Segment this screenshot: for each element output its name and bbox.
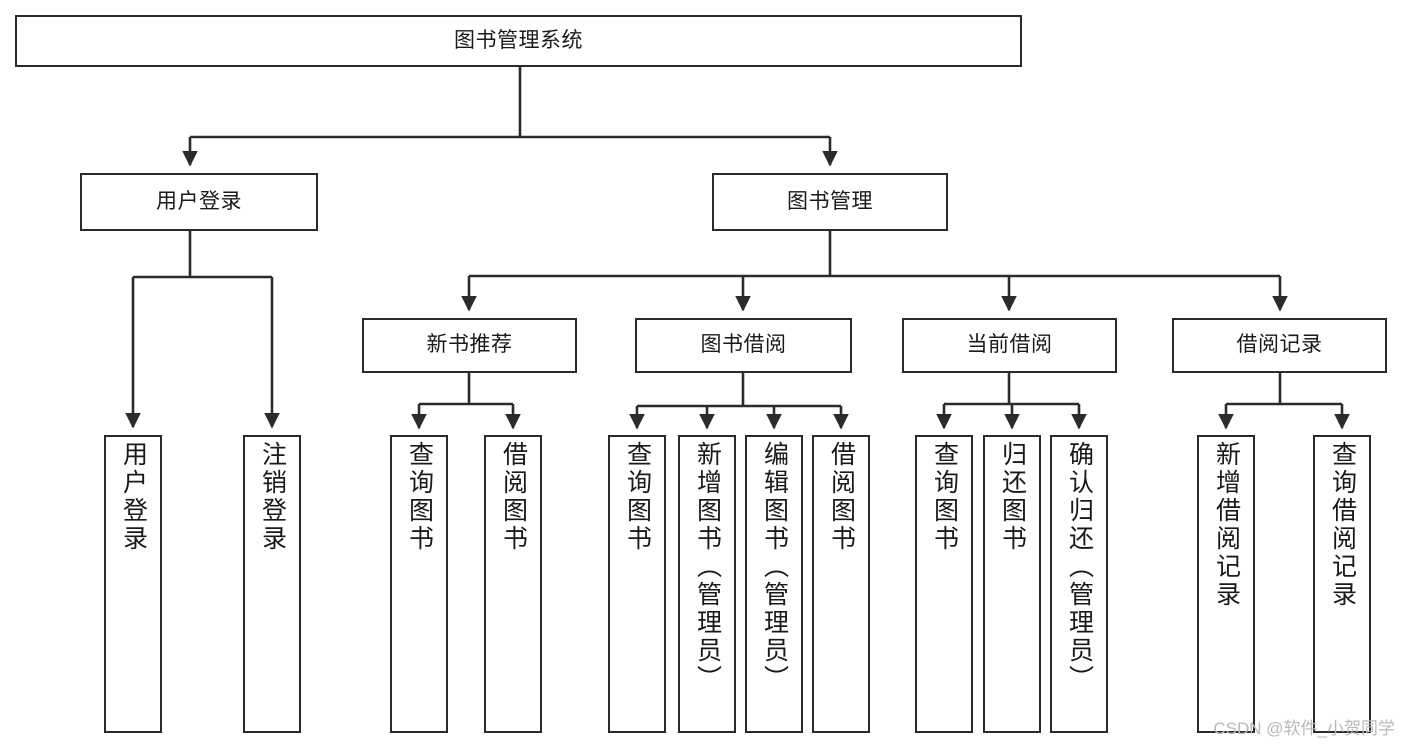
leaf-add-borrow-record-label: 新增借阅记录 bbox=[1212, 441, 1241, 609]
leaf-user-login-label: 用户登录 bbox=[119, 441, 148, 553]
node-new-book-recommend-label: 新书推荐 bbox=[426, 333, 513, 357]
watermark-text: CSDN @软件_小贺同学 bbox=[1213, 719, 1395, 738]
leaf-query-book-new[interactable]: 查询图书 bbox=[390, 435, 448, 733]
leaf-query-book-current-label: 查询图书 bbox=[930, 441, 959, 553]
leaf-edit-book-admin[interactable]: 编辑图书（管理员） bbox=[745, 435, 803, 733]
leaf-confirm-return-admin[interactable]: 确认归还（管理员） bbox=[1050, 435, 1108, 733]
node-new-book-recommend[interactable]: 新书推荐 bbox=[362, 318, 577, 373]
leaf-add-borrow-record[interactable]: 新增借阅记录 bbox=[1197, 435, 1255, 733]
node-book-management-label: 图书管理 bbox=[787, 189, 873, 213]
node-user-login-label: 用户登录 bbox=[156, 189, 242, 213]
node-root-label: 图书管理系统 bbox=[454, 28, 583, 52]
leaf-edit-book-admin-label: 编辑图书（管理员） bbox=[760, 441, 789, 693]
leaf-return-book-label: 归还图书 bbox=[998, 441, 1027, 553]
leaf-query-borrow-record[interactable]: 查询借阅记录 bbox=[1313, 435, 1371, 733]
leaf-add-book-admin[interactable]: 新增图书（管理员） bbox=[678, 435, 736, 733]
node-borrow-records[interactable]: 借阅记录 bbox=[1172, 318, 1387, 373]
leaf-query-book-borrow-label: 查询图书 bbox=[623, 441, 652, 553]
leaf-logout[interactable]: 注销登录 bbox=[243, 435, 301, 733]
leaf-return-book[interactable]: 归还图书 bbox=[983, 435, 1041, 733]
leaf-query-book-borrow[interactable]: 查询图书 bbox=[608, 435, 666, 733]
leaf-add-book-admin-label: 新增图书（管理员） bbox=[693, 441, 722, 693]
leaf-user-login[interactable]: 用户登录 bbox=[104, 435, 162, 733]
leaf-borrow-book-new-label: 借阅图书 bbox=[499, 441, 528, 553]
leaf-query-book-new-label: 查询图书 bbox=[405, 441, 434, 553]
leaf-query-book-current[interactable]: 查询图书 bbox=[915, 435, 973, 733]
leaf-borrow-book-label: 借阅图书 bbox=[827, 441, 856, 553]
node-root[interactable]: 图书管理系统 bbox=[15, 15, 1022, 67]
leaf-query-borrow-record-label: 查询借阅记录 bbox=[1328, 441, 1357, 609]
node-borrow-records-label: 借阅记录 bbox=[1236, 333, 1323, 357]
leaf-confirm-return-admin-label: 确认归还（管理员） bbox=[1065, 441, 1094, 693]
node-book-borrow[interactable]: 图书借阅 bbox=[635, 318, 852, 373]
node-book-borrow-label: 图书借阅 bbox=[700, 333, 787, 357]
node-current-borrow[interactable]: 当前借阅 bbox=[902, 318, 1117, 373]
node-user-login[interactable]: 用户登录 bbox=[80, 173, 318, 231]
node-book-management[interactable]: 图书管理 bbox=[712, 173, 948, 231]
leaf-borrow-book[interactable]: 借阅图书 bbox=[812, 435, 870, 733]
leaf-borrow-book-new[interactable]: 借阅图书 bbox=[484, 435, 542, 733]
node-current-borrow-label: 当前借阅 bbox=[966, 333, 1053, 357]
leaf-logout-label: 注销登录 bbox=[258, 441, 287, 553]
